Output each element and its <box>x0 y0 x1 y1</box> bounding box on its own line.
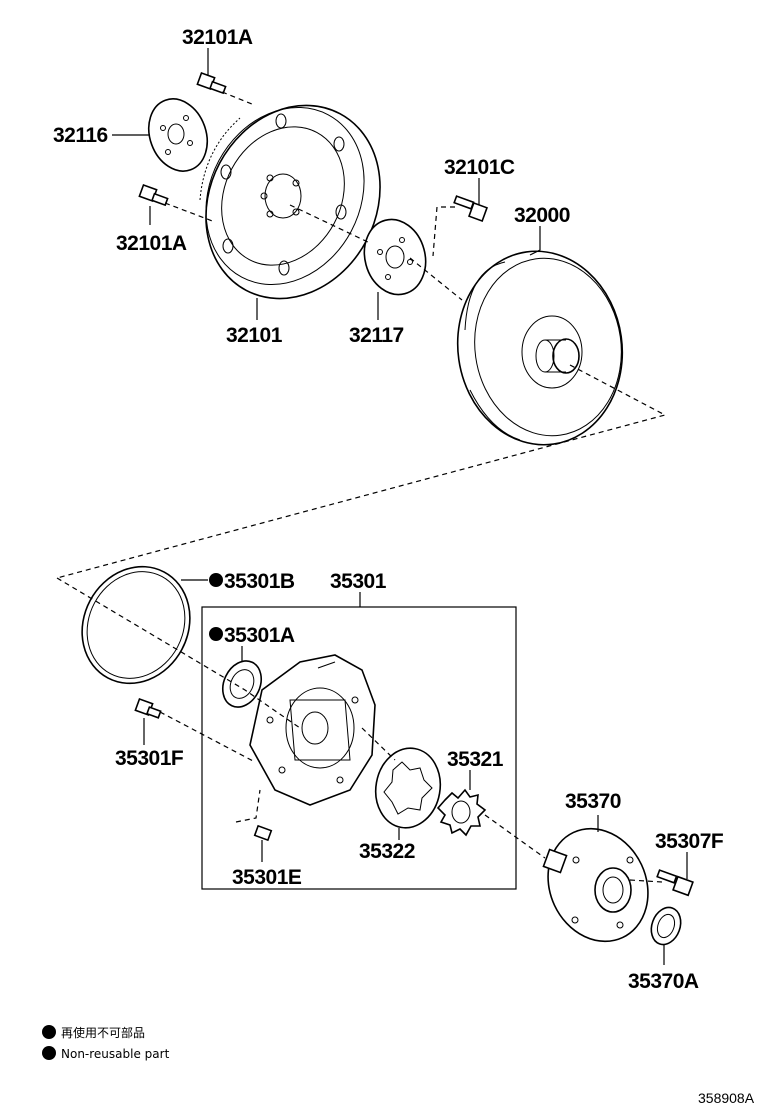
label-32000: 32000 <box>514 204 570 227</box>
legend-marker-en <box>42 1046 56 1060</box>
legend-text-jp: 再使用不可部品 <box>61 1025 145 1040</box>
label-35301E: 35301E <box>232 866 302 889</box>
leader-lines-upper <box>112 48 541 320</box>
label-35301A-group: 35301A <box>209 624 295 647</box>
drive-plate-32101 <box>199 104 381 300</box>
driven-gear-35322 <box>374 747 442 840</box>
oil-seal-35301A <box>221 646 263 708</box>
label-32117: 32117 <box>349 324 404 347</box>
label-32101C: 32101C <box>444 156 515 179</box>
label-35301B-group: 35301B <box>181 570 295 593</box>
bolt-35307F <box>656 852 694 897</box>
assembly-lines-lower <box>56 577 663 883</box>
label-35301A: 35301A <box>224 624 295 647</box>
pump-body <box>249 654 376 806</box>
spacer-32117 <box>363 218 427 296</box>
torque-converter-32000 <box>456 250 624 446</box>
assembly-lines-upper <box>56 91 667 579</box>
bolt-32101A-top <box>196 71 227 95</box>
legend: 再使用不可部品 Non-reusable part <box>42 1025 170 1061</box>
drive-gear-35321 <box>436 770 487 837</box>
label-35322: 35322 <box>359 840 415 863</box>
label-35321: 35321 <box>447 748 504 771</box>
label-35301F: 35301F <box>115 747 184 770</box>
bolt-32101C <box>453 195 488 222</box>
legend-text-en: Non-reusable part <box>61 1047 170 1061</box>
label-35307F: 35307F <box>655 830 724 853</box>
bolt-32101A-bottom <box>138 183 169 207</box>
bolt-35301F <box>134 697 162 745</box>
seal-ring-35370A <box>650 906 682 965</box>
stator-shaft-35370 <box>542 815 649 943</box>
non-reusable-marker-35301B <box>209 573 223 587</box>
label-35370: 35370 <box>565 790 621 813</box>
non-reusable-marker-35301A <box>209 627 223 641</box>
figure-code: 358908A <box>698 1090 755 1106</box>
label-35370A: 35370A <box>628 970 699 993</box>
pin-35301E <box>253 824 273 862</box>
legend-marker-jp <box>42 1025 56 1039</box>
label-35301: 35301 <box>330 570 387 593</box>
label-35301B: 35301B <box>224 570 295 593</box>
spacer-32116 <box>148 98 208 172</box>
label-32101: 32101 <box>226 324 283 347</box>
pump-assembly-box-35301 <box>201 592 517 890</box>
label-32101A-top: 32101A <box>182 26 253 49</box>
label-32116: 32116 <box>53 124 108 147</box>
label-32101A-bottom: 32101A <box>116 232 187 255</box>
